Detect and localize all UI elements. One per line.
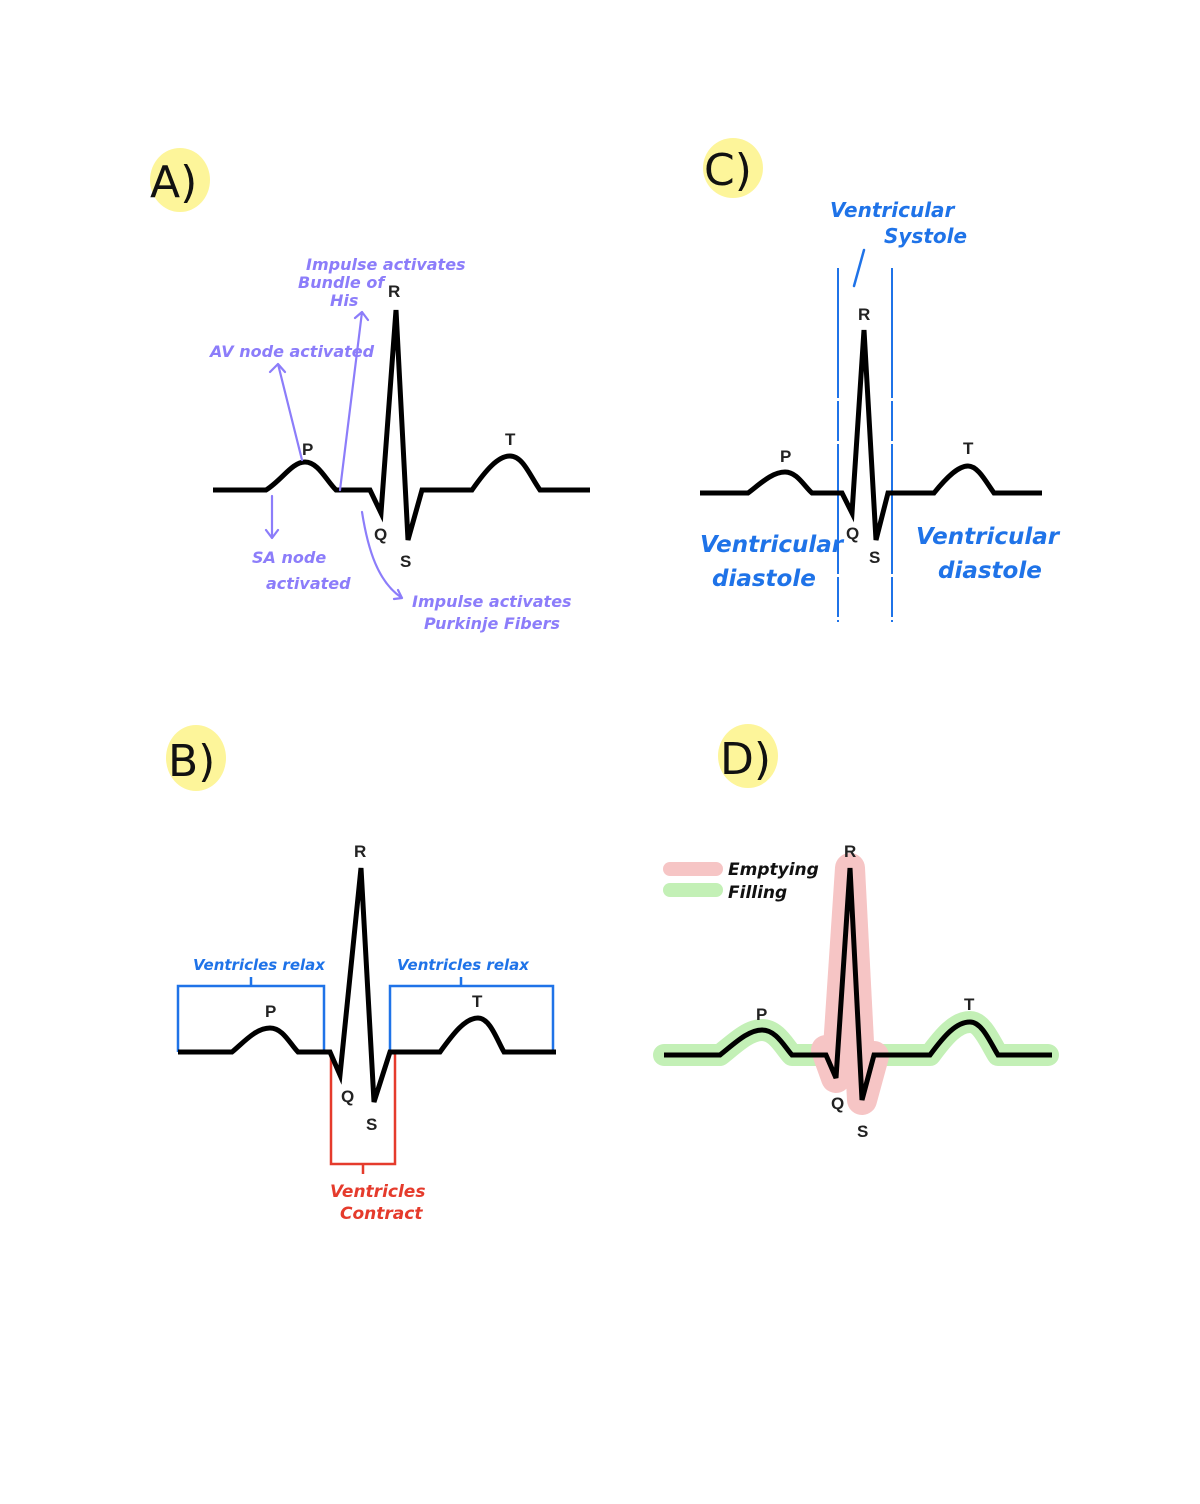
panel-c-label-p: P bbox=[780, 447, 791, 466]
annotation-ventricular-systole-line2: Systole bbox=[884, 224, 967, 248]
annotation-sa-node-line2: activated bbox=[266, 574, 351, 593]
panel-a-label-q: Q bbox=[374, 525, 387, 544]
panel-c-label-s: S bbox=[869, 548, 880, 567]
panel-d-letter-highlight bbox=[718, 724, 778, 788]
panel-c-label-t: T bbox=[963, 439, 974, 458]
panel-a-label-s: S bbox=[400, 552, 411, 571]
panel-a-letter-highlight bbox=[150, 148, 210, 212]
annotation-ventricular-systole-line1: Ventricular bbox=[830, 198, 956, 222]
annotation-ventricles-relax-right: Ventricles relax bbox=[397, 956, 530, 974]
arrow-to-av-node bbox=[268, 362, 304, 462]
panel-d-label-q: Q bbox=[831, 1094, 844, 1113]
panel-d-label-t: T bbox=[964, 995, 975, 1014]
arrow-to-purkinje bbox=[360, 510, 404, 601]
systole-pointer-line bbox=[852, 248, 866, 288]
annotation-ventricles-relax-left: Ventricles relax bbox=[193, 956, 326, 974]
annotation-impulse-purkinje-line2: Purkinje Fibers bbox=[424, 614, 560, 633]
panel-a: A) P R Q S T Impulse activates Bundle of… bbox=[150, 148, 590, 633]
panel-c-label-r: R bbox=[858, 305, 870, 324]
annotation-impulse-bundle-line1: Impulse activates bbox=[306, 255, 466, 274]
annotation-impulse-bundle-line2: Bundle of bbox=[298, 273, 386, 292]
annotation-av-node: AV node activated bbox=[208, 342, 375, 361]
panel-b-label-r: R bbox=[354, 842, 366, 861]
panel-c-ecg-waveform bbox=[700, 329, 1042, 541]
legend-emptying-label: Emptying bbox=[728, 860, 819, 880]
bracket-relax-left bbox=[176, 977, 326, 1052]
panel-b-label-s: S bbox=[366, 1115, 377, 1134]
panel-c: C) P R Q S T Ventricular Systole Ventric… bbox=[700, 138, 1061, 622]
panel-d-label-s: S bbox=[857, 1122, 868, 1141]
annotation-diastole-right-line2: diastole bbox=[938, 558, 1042, 584]
panel-d-ecg-waveform bbox=[664, 867, 1052, 1101]
panel-a-label-p: P bbox=[302, 440, 313, 459]
annotation-diastole-left-line1: Ventricular bbox=[700, 532, 845, 558]
arrow-from-sa-node bbox=[264, 494, 280, 540]
panel-c-letter-highlight bbox=[703, 138, 763, 198]
annotation-impulse-bundle-line3: His bbox=[330, 291, 358, 310]
panel-c-letter: C) bbox=[704, 145, 752, 196]
legend-filling-label: Filling bbox=[728, 883, 787, 903]
panel-a-ecg-waveform bbox=[213, 309, 590, 541]
bracket-relax-right bbox=[388, 977, 555, 1052]
annotation-diastole-left-line2: diastole bbox=[712, 566, 816, 592]
panel-a-letter: A) bbox=[150, 157, 197, 208]
arrow-to-bundle-of-his bbox=[338, 310, 370, 492]
bracket-contract bbox=[329, 1052, 397, 1174]
panel-d-label-p: P bbox=[756, 1005, 767, 1024]
panel-a-label-r: R bbox=[388, 282, 400, 301]
annotation-impulse-purkinje-line1: Impulse activates bbox=[412, 592, 572, 611]
annotation-diastole-right-line1: Ventricular bbox=[916, 524, 1061, 550]
panel-b-label-p: P bbox=[265, 1002, 276, 1021]
annotation-sa-node-line1: SA node bbox=[252, 548, 326, 567]
panel-b-letter-highlight bbox=[166, 725, 226, 791]
panel-b-ecg-waveform bbox=[178, 867, 556, 1103]
annotation-ventricles-contract-line2: Contract bbox=[340, 1204, 423, 1224]
panel-d-label-r: R bbox=[844, 842, 856, 861]
panel-d: D) Emptying Filling P R Q S T bbox=[653, 724, 1059, 1141]
panel-b-letter: B) bbox=[168, 736, 215, 787]
panel-b: B) P R Q S T Ventricles relax Ventricles… bbox=[166, 725, 556, 1224]
annotation-ventricles-contract-line1: Ventricles bbox=[330, 1182, 425, 1202]
panel-d-letter: D) bbox=[720, 734, 771, 785]
panel-b-label-t: T bbox=[472, 992, 483, 1011]
panel-a-label-t: T bbox=[505, 430, 516, 449]
panel-b-label-q: Q bbox=[341, 1087, 354, 1106]
panel-c-label-q: Q bbox=[846, 524, 859, 543]
